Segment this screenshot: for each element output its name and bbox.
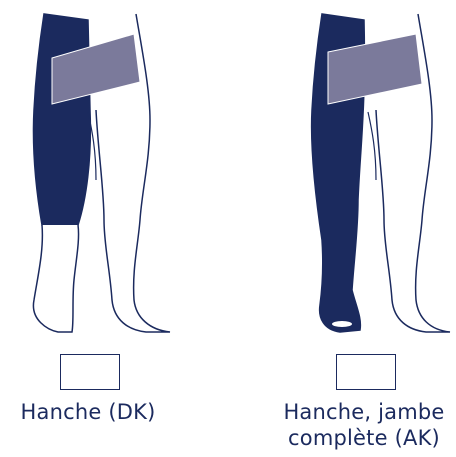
caption-hip-dk: Hanche (DK) — [0, 399, 176, 425]
option-hip-dk[interactable]: Hanche (DK) — [0, 0, 228, 457]
foot-opening — [332, 321, 352, 327]
caption-line-1: Hanche, jambe — [272, 399, 456, 425]
bare-leg-left-lower — [33, 225, 78, 332]
checkbox-hip-full-leg-ak[interactable] — [336, 354, 396, 390]
caption-line-2: complète (AK) — [272, 425, 456, 451]
crotch-line — [368, 112, 376, 180]
option-hip-full-leg-ak[interactable]: Hanche, jambe complète (AK) — [228, 0, 456, 457]
garment-leg-left — [33, 14, 90, 225]
legs-full-leg-illustration — [228, 0, 456, 340]
legs-hip-dk-illustration — [0, 0, 228, 340]
caption-hip-full-leg-ak: Hanche, jambe complète (AK) — [272, 399, 456, 451]
checkbox-hip-dk[interactable] — [60, 354, 120, 390]
caption-line-1: Hanche (DK) — [0, 399, 176, 425]
